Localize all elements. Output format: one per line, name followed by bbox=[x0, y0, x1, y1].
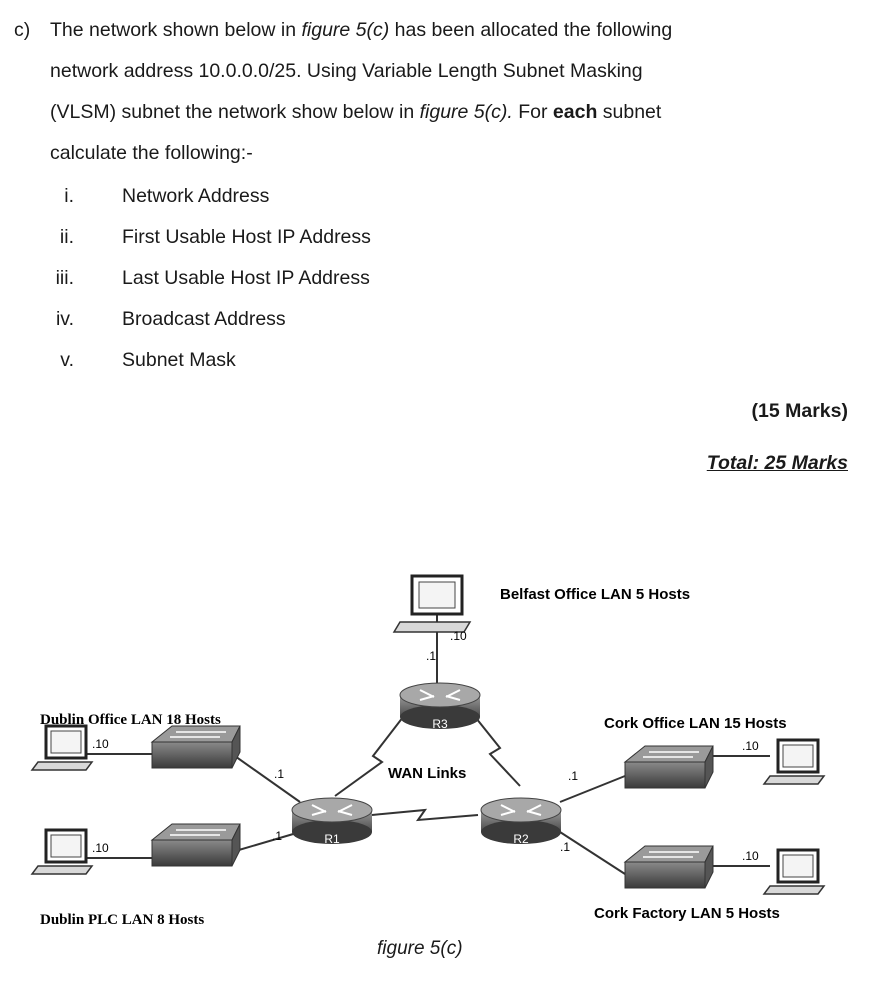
dublin-plc-switch-icon bbox=[150, 823, 241, 867]
question-line-1: The network shown below in figure 5(c) h… bbox=[50, 19, 673, 41]
figure-ref: figure 5(c) bbox=[301, 19, 390, 41]
lan-cables bbox=[86, 615, 770, 875]
cork-office-host-address: .10 bbox=[742, 739, 759, 753]
router-r1-icon bbox=[291, 797, 373, 844]
r1-dublin-plc-gateway: .1 bbox=[272, 829, 282, 843]
cork-office-label: Cork Office LAN 15 Hosts bbox=[604, 715, 787, 732]
cork-office-pc-icon bbox=[762, 738, 826, 785]
network-diagram: R3 R1 R2 .10 .1 .10 .1 .10 .1 .10 .1 .10… bbox=[30, 574, 826, 928]
marks-label: (15 Marks) bbox=[751, 400, 848, 422]
r2-cork-factory-gateway: .1 bbox=[560, 840, 570, 854]
router-r2-label: R2 bbox=[513, 832, 529, 846]
question-label: c) bbox=[14, 19, 31, 41]
wan-links bbox=[334, 707, 521, 822]
router-r3-label: R3 bbox=[432, 717, 448, 731]
figure-ref: figure 5(c). bbox=[419, 101, 513, 123]
cork-factory-host-address: .10 bbox=[742, 849, 759, 863]
question-line-4: calculate the following:- bbox=[50, 142, 253, 164]
dublin-office-label: Dublin Office LAN 18 Hosts bbox=[40, 712, 221, 728]
total-marks-label: Total: 25 Marks bbox=[706, 452, 848, 474]
r2-cork-office-gateway: .1 bbox=[568, 769, 578, 783]
belfast-host-address: .10 bbox=[450, 629, 467, 643]
router-r1-label: R1 bbox=[324, 832, 340, 846]
belfast-pc-icon bbox=[392, 574, 472, 633]
router-r3-icon bbox=[399, 682, 481, 729]
question-line-3: (VLSM) subnet the network show below in … bbox=[50, 101, 662, 123]
r1-dublin-office-gateway: .1 bbox=[274, 767, 284, 781]
dublin-plc-label: Dublin PLC LAN 8 Hosts bbox=[40, 912, 204, 928]
figure-caption: figure 5(c) bbox=[377, 938, 463, 959]
dublin-plc-pc-icon bbox=[30, 828, 94, 875]
router-r2-icon bbox=[480, 797, 562, 844]
cork-factory-switch-icon bbox=[623, 845, 714, 889]
question-line-2: network address 10.0.0.0/25. Using Varia… bbox=[50, 60, 643, 82]
r3-gateway-address: .1 bbox=[426, 649, 436, 663]
cork-factory-label: Cork Factory LAN 5 Hosts bbox=[594, 905, 780, 922]
cork-factory-pc-icon bbox=[762, 848, 826, 895]
dublin-plc-host-address: .10 bbox=[92, 841, 109, 855]
dublin-office-pc-icon bbox=[30, 724, 94, 771]
belfast-office-label: Belfast Office LAN 5 Hosts bbox=[500, 586, 690, 603]
cork-office-switch-icon bbox=[623, 745, 714, 789]
dublin-office-host-address: .10 bbox=[92, 737, 109, 751]
wan-links-label: WAN Links bbox=[388, 765, 466, 782]
dublin-office-switch-icon bbox=[150, 725, 241, 769]
